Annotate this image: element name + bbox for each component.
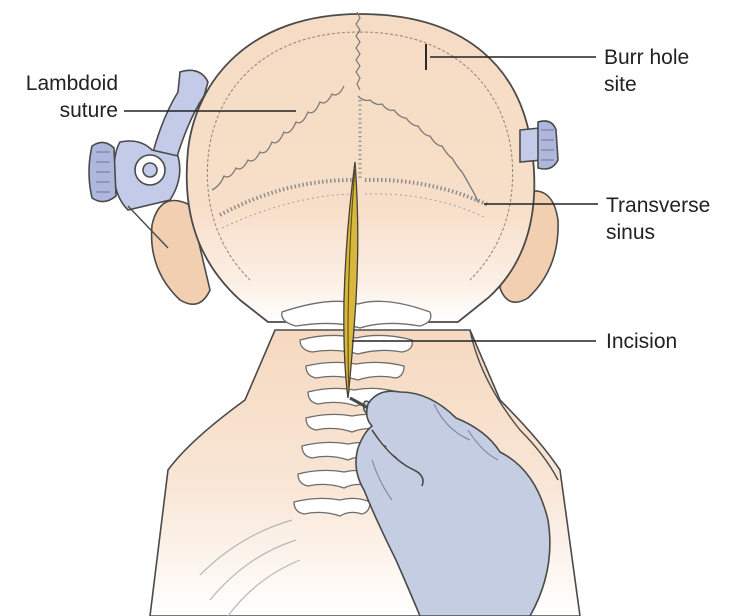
label-lambdoid-suture: Lambdoid suture <box>10 70 118 124</box>
label-incision-line1: Incision <box>606 330 678 353</box>
label-transverse-line2: sinus <box>606 221 656 244</box>
left-ear <box>150 199 211 306</box>
head-clamp-right <box>519 120 559 170</box>
label-burr-line2: site <box>604 73 637 96</box>
label-lambdoid-line1: Lambdoid <box>25 72 118 95</box>
upper-ribs <box>199 519 301 616</box>
label-lambdoid-line2: suture <box>59 99 118 122</box>
sagittal-suture <box>355 11 361 91</box>
skull-outline <box>206 31 514 281</box>
label-burr-hole-site: Burr hole site <box>604 44 689 98</box>
transverse-sinus <box>219 177 489 217</box>
neck-right-edge <box>469 329 559 481</box>
gloved-hand <box>349 390 551 616</box>
incision <box>343 161 359 399</box>
label-transverse-line1: Transverse <box>606 194 711 217</box>
label-burr-line1: Burr hole <box>604 46 690 69</box>
head-clamp-left <box>88 69 209 249</box>
leader-lines <box>124 56 598 342</box>
label-transverse-sinus: Transverse sinus <box>606 192 710 246</box>
glove <box>355 390 551 616</box>
incision-edge <box>347 167 356 393</box>
transverse-sinus-lower <box>221 193 487 229</box>
glove-knuckle-lines <box>371 403 499 501</box>
label-incision: Incision <box>606 328 677 355</box>
lambdoid-suture <box>211 85 479 203</box>
